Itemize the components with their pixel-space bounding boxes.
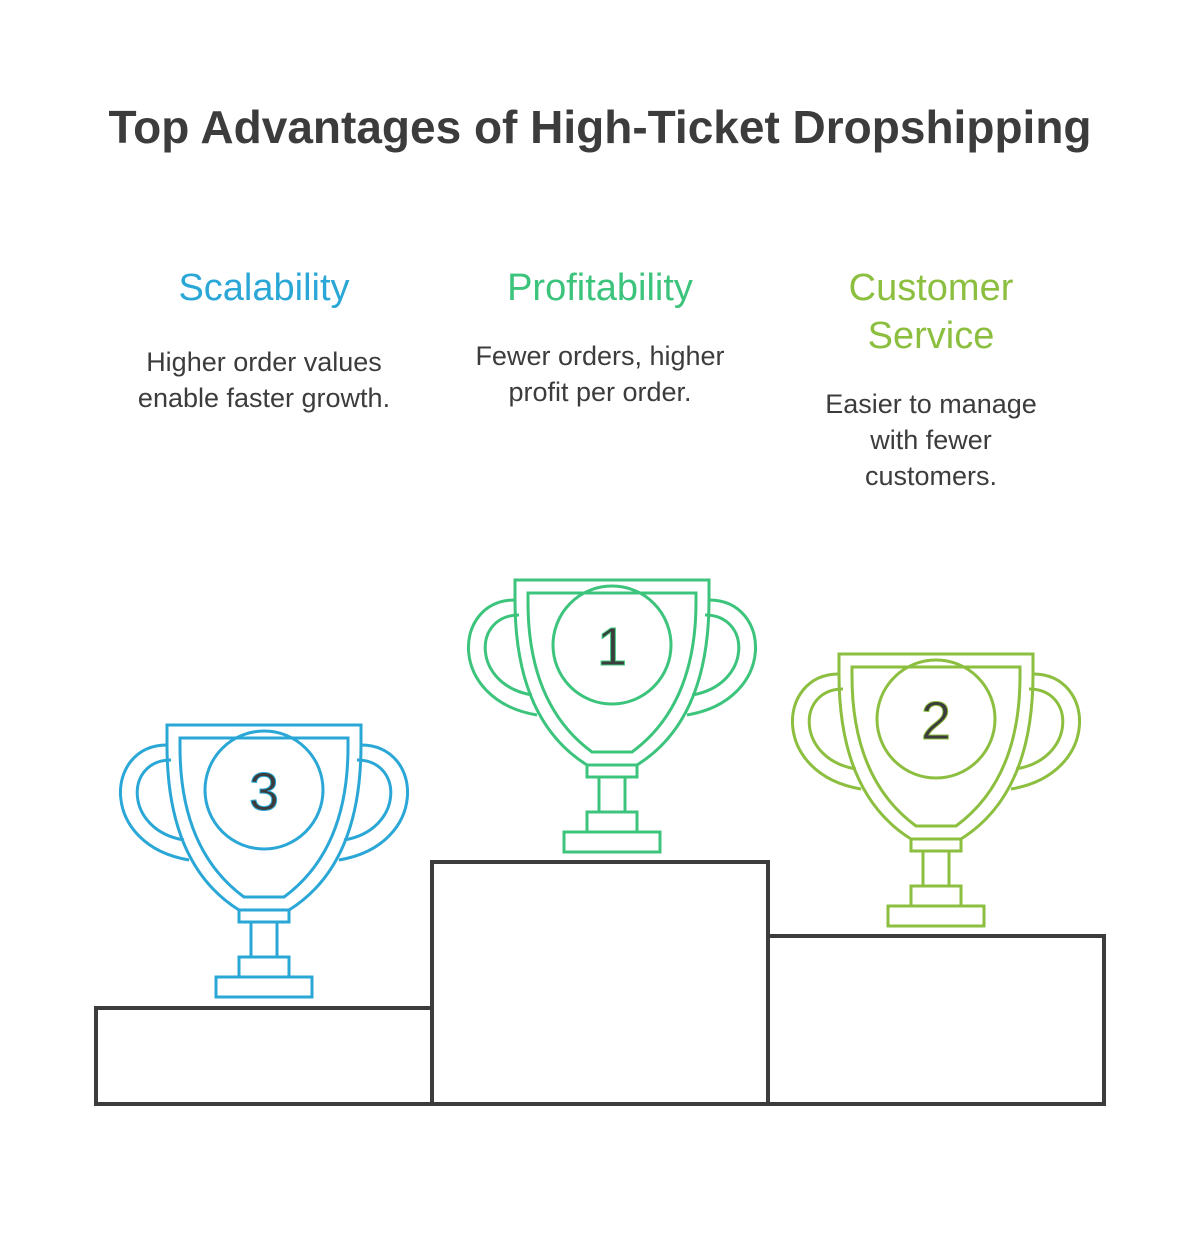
description-customer-service: Easier to manage with fewer customers. bbox=[825, 389, 1037, 491]
heading-profitability: Profitability bbox=[507, 267, 693, 309]
trophy-icon: 3 bbox=[118, 723, 410, 999]
rank-number-profitability: 1 bbox=[597, 617, 627, 677]
description-scalability: Higher order values enable faster growth… bbox=[137, 347, 391, 413]
rank-number-scalability: 3 bbox=[249, 762, 279, 822]
podium-dividers bbox=[430, 936, 770, 1104]
column-profitability: Profitability Fewer orders, higher profi… bbox=[450, 264, 750, 410]
podium-first-place bbox=[430, 860, 770, 1106]
page-title: Top Advantages of High-Ticket Dropshippi… bbox=[108, 101, 1092, 153]
column-customer-service: Customer Service Easier to manage with f… bbox=[781, 264, 1081, 494]
trophy-icon: 2 bbox=[790, 652, 1082, 928]
heading-scalability: Scalability bbox=[178, 267, 350, 309]
podium bbox=[94, 860, 1106, 1106]
trophy-icon: 1 bbox=[466, 578, 758, 854]
podium-second-place bbox=[768, 934, 1106, 1106]
rank-number-customer-service: 2 bbox=[921, 691, 951, 751]
podium-third-place bbox=[94, 1006, 432, 1106]
heading-customer-service: Customer Service bbox=[848, 267, 1014, 357]
column-scalability: Scalability Higher order values enable f… bbox=[114, 264, 414, 416]
description-profitability: Fewer orders, higher profit per order. bbox=[475, 341, 725, 407]
